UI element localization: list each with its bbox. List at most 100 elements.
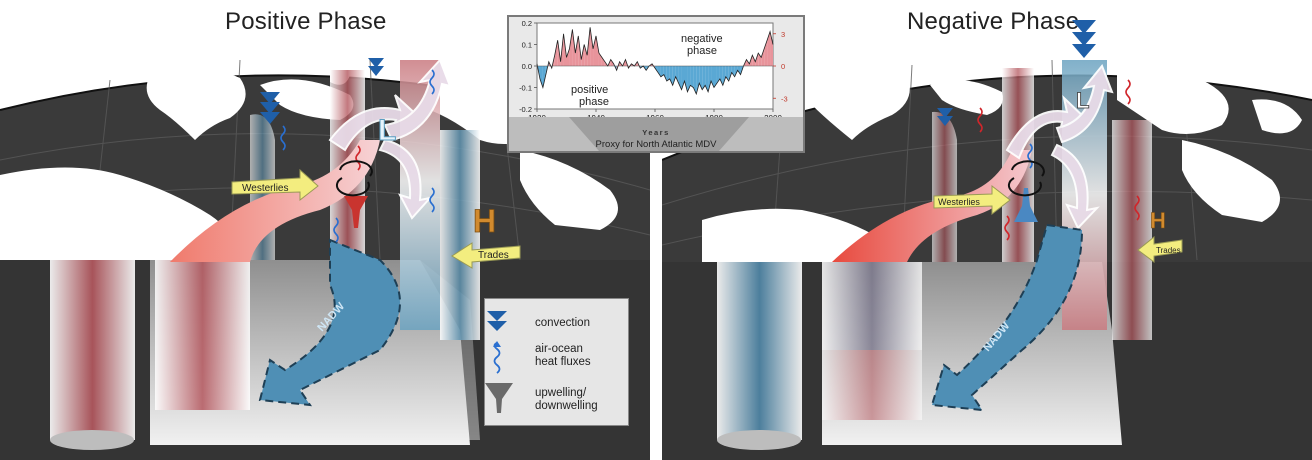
x-axis-label: Years xyxy=(642,128,670,137)
low-pressure-label: L xyxy=(378,114,396,147)
area-segment xyxy=(767,31,771,67)
area-segment xyxy=(734,66,738,77)
panel-title: Positive Phase xyxy=(225,8,387,35)
legend-heat-flux-1: air-ocean xyxy=(535,343,583,355)
westerlies-label: Westerlies xyxy=(242,183,289,194)
area-segment xyxy=(554,40,558,66)
area-segment xyxy=(716,66,720,84)
panel-title: Negative Phase xyxy=(907,8,1080,35)
area-segment xyxy=(696,66,700,94)
nadw-arrow xyxy=(258,238,401,407)
landmass xyxy=(702,59,1302,262)
area-segment xyxy=(672,66,676,86)
y2-tick-label: 0 xyxy=(781,62,785,71)
area-segment xyxy=(649,63,653,66)
westerlies-arrow xyxy=(933,184,1011,216)
area-segment xyxy=(678,66,682,90)
nadw-arrow xyxy=(930,223,1084,412)
trades-arrow xyxy=(1137,235,1183,263)
convection-icon xyxy=(937,20,1096,126)
positive-phase-label-2: phase xyxy=(579,96,609,108)
area-segment xyxy=(542,66,546,88)
y-tick-label: 0.0 xyxy=(522,62,532,71)
area-segment xyxy=(708,66,712,92)
area-segment xyxy=(705,66,709,92)
positive-phase-label-1: positive xyxy=(571,84,608,96)
area-segment xyxy=(714,66,717,88)
mdv-chart-svg: 192019401960198020000.20.10.0-0.1-0.230-… xyxy=(509,19,803,151)
series-line xyxy=(536,27,774,96)
legend-updown-1: upwelling/ xyxy=(535,387,587,399)
negative-phase-globe: NADW L H Westerlies Trades xyxy=(662,20,1312,460)
high-pressure-label: H xyxy=(1150,208,1166,233)
negative-phase-label-1: negative xyxy=(681,33,723,45)
y2-tick-label: 3 xyxy=(781,30,785,39)
y-tick-label: 0.2 xyxy=(522,19,532,28)
area-segment xyxy=(684,66,688,92)
y2-tick-label: -3 xyxy=(781,94,788,103)
area-segment xyxy=(722,66,726,86)
area-segment xyxy=(687,66,691,92)
legend-heat-flux-2: heat fluxes xyxy=(535,356,591,368)
westerlies-arrow xyxy=(231,168,319,202)
area-segment xyxy=(575,35,579,66)
area-segment xyxy=(690,66,694,88)
convection-icon xyxy=(260,58,384,124)
upwelling-icon xyxy=(1014,188,1038,222)
area-segment xyxy=(607,59,611,66)
area-segment xyxy=(693,66,697,94)
area-segment xyxy=(675,66,679,84)
area-segment xyxy=(584,44,588,66)
convection-icon xyxy=(487,311,507,331)
area-segment xyxy=(752,55,756,66)
swirl-icon xyxy=(1011,160,1045,177)
area-segment xyxy=(566,48,570,66)
legend: convection air-ocean heat fluxes upwelli… xyxy=(484,298,629,426)
trades-label: Trades xyxy=(1156,246,1181,255)
upwelling-downwelling-icon xyxy=(485,383,513,413)
area-segment xyxy=(640,66,644,69)
area-segment xyxy=(731,66,735,77)
area-segment xyxy=(622,59,626,66)
negative-phase-panel: Negative Phase xyxy=(662,0,1312,460)
downwelling-icon xyxy=(344,196,368,228)
area-segment xyxy=(728,66,732,82)
y-tick-label: 0.1 xyxy=(522,41,532,50)
westerlies-label: Westerlies xyxy=(938,197,980,207)
area-segment xyxy=(598,53,602,66)
area-segment xyxy=(702,66,706,90)
area-segment xyxy=(737,66,741,75)
negative-phase-label-2: phase xyxy=(687,45,717,57)
area-segment xyxy=(657,66,661,77)
area-segment xyxy=(539,66,543,88)
trades-label: Trades xyxy=(478,250,509,261)
area-segment xyxy=(569,29,573,66)
area-segment xyxy=(761,48,765,66)
heat-flux-icon xyxy=(493,341,501,374)
heat-flux-icon xyxy=(280,69,435,243)
area-segment xyxy=(666,66,670,82)
area-segment xyxy=(758,53,762,66)
y-tick-label: -0.2 xyxy=(519,105,532,114)
heat-flux-icon xyxy=(977,79,1140,241)
low-pressure-label: L xyxy=(1076,88,1089,113)
area-segment xyxy=(590,27,594,66)
trades-arrow xyxy=(451,242,521,269)
area-segment xyxy=(593,35,596,66)
high-pressure-label: H xyxy=(473,203,496,239)
area-segment xyxy=(601,57,605,66)
area-segment xyxy=(770,31,773,67)
inset-caption: Proxy for North Atlantic MDV xyxy=(596,139,718,150)
legend-updown-2: downwelling xyxy=(535,400,598,412)
area-segment xyxy=(634,61,638,66)
area-segment xyxy=(596,35,599,66)
swirl-icon xyxy=(339,160,373,177)
area-segment xyxy=(681,66,685,90)
positive-phase-panel: Positive Phase xyxy=(0,0,650,460)
area-segment xyxy=(699,66,703,90)
y-tick-label: -0.1 xyxy=(519,84,532,93)
area-segment xyxy=(660,66,664,77)
area-segment xyxy=(663,66,667,82)
legend-convection: convection xyxy=(535,317,590,329)
mdv-inset-chart: 192019401960198020000.20.10.0-0.1-0.230-… xyxy=(507,15,805,153)
